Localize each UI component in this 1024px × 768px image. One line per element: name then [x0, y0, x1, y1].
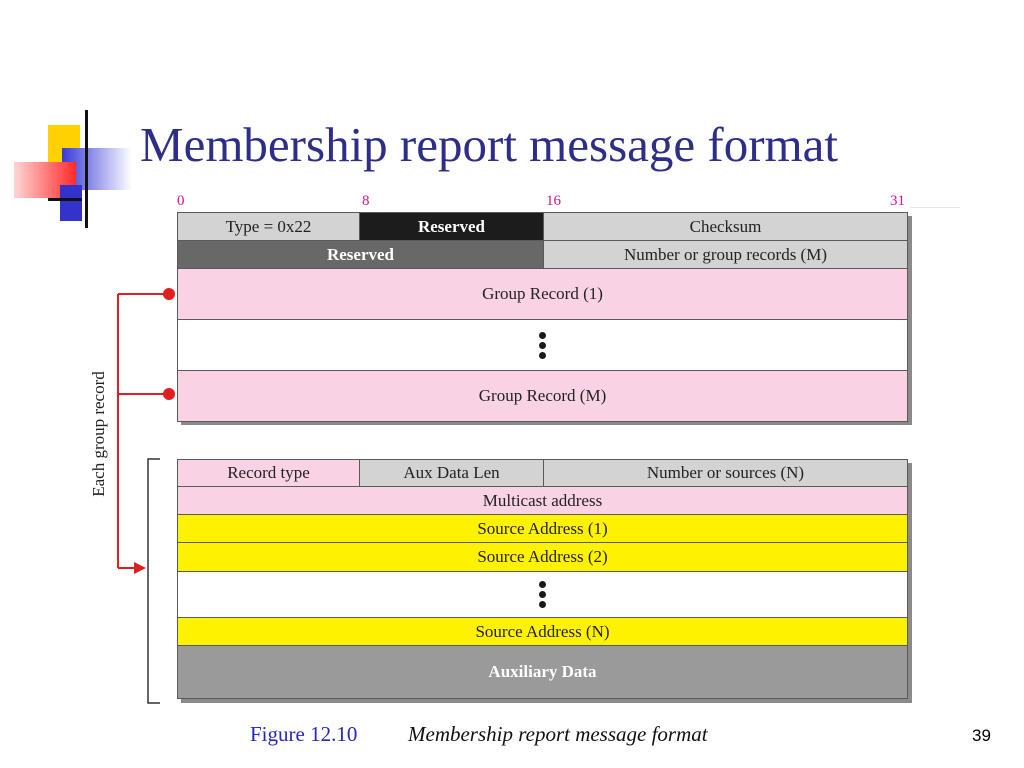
multicast-row: Multicast address [177, 487, 908, 515]
bit-tick-16: 16 [546, 193, 561, 209]
connector-dot-middle [163, 388, 175, 400]
bit-tick-8: 8 [362, 193, 370, 209]
connector-dot-top [163, 288, 175, 300]
slide-title: Membership report message format [140, 117, 839, 172]
auxiliary-data-field: Auxiliary Data [178, 646, 907, 698]
source-n-row: Source Address (N) [177, 618, 908, 646]
bit-tick-0: 0 [177, 193, 185, 209]
reserved-field-1: Reserved [360, 213, 544, 240]
slide-number: 39 [972, 726, 991, 745]
source-1-row: Source Address (1) [177, 515, 908, 543]
arrow-head-icon [134, 562, 146, 574]
figure-number: Figure 12.10 [250, 722, 358, 746]
header-row-2: Reserved Number or group records (M) [177, 241, 908, 269]
source-count-field: Number or sources (N) [544, 460, 907, 486]
vertical-ellipsis-icon [178, 572, 907, 617]
source-ellipsis-row [177, 572, 908, 618]
source-2-row: Source Address (2) [177, 543, 908, 572]
group-count-field: Number or group records (M) [544, 241, 907, 268]
type-field: Type = 0x22 [178, 213, 360, 240]
source-address-n-field: Source Address (N) [178, 618, 907, 645]
source-address-2-field: Source Address (2) [178, 543, 907, 571]
group-record-m: Group Record (M) [178, 371, 907, 421]
each-group-record-label: Each group record [89, 371, 108, 497]
aux-data-len-field: Aux Data Len [360, 460, 544, 486]
bit-tick-31: 31 [890, 193, 905, 209]
group-record-1-row: Group Record (1) [177, 269, 908, 320]
multicast-address-field: Multicast address [178, 487, 907, 514]
figure-caption: Membership report message format [408, 722, 708, 746]
group-record-1: Group Record (1) [178, 269, 907, 319]
record-type-field: Record type [178, 460, 360, 486]
vertical-ellipsis-icon [178, 320, 907, 370]
source-address-1-field: Source Address (1) [178, 515, 907, 542]
record-bracket [147, 458, 160, 704]
checksum-field: Checksum [544, 213, 907, 240]
reserved-field-2: Reserved [178, 241, 544, 268]
group-record-m-row: Group Record (M) [177, 371, 908, 422]
group-ellipsis-row [177, 320, 908, 371]
record-row-1: Record type Aux Data Len Number or sourc… [177, 459, 908, 487]
tick-guide-line [910, 207, 960, 208]
aux-data-row: Auxiliary Data [177, 646, 908, 699]
header-row-1: Type = 0x22 Reserved Checksum [177, 212, 908, 241]
